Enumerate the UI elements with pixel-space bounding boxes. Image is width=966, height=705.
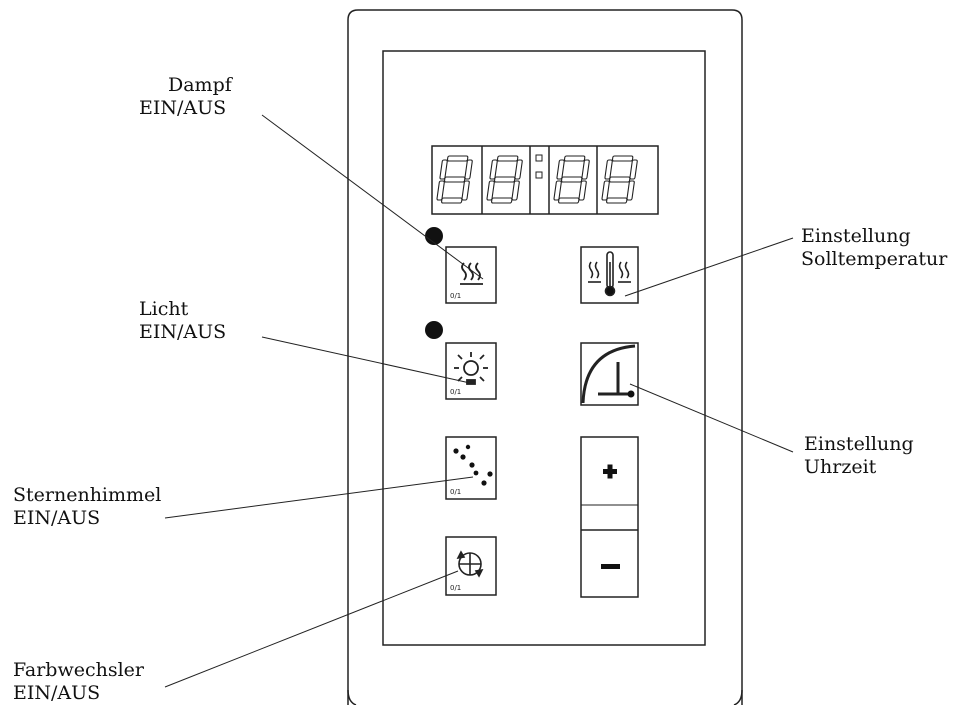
label-steam-line2: EIN/AUS	[139, 97, 227, 119]
light-button[interactable]: 0/1	[445, 342, 497, 400]
label-temperature-line1: Einstellung	[801, 225, 911, 247]
color-change-icon	[456, 550, 484, 578]
digit-segment	[493, 176, 516, 183]
thermometer-icon	[588, 251, 631, 297]
digit-segment	[608, 176, 631, 183]
stars-icon	[453, 444, 493, 486]
digit-segment	[553, 180, 562, 201]
digit-segment	[563, 155, 586, 162]
label-stars-line1: Sternenhimmel	[13, 484, 162, 506]
plus-minus-control	[580, 436, 639, 598]
digit-segment	[626, 180, 635, 201]
digit-segment	[443, 176, 466, 183]
digit-segment	[491, 197, 513, 204]
stars-button-caption: 0/1	[450, 488, 461, 496]
display-digit	[601, 155, 638, 204]
label-stars-line2: EIN/AUS	[13, 507, 101, 529]
leader-lines	[164, 114, 794, 688]
label-color-line2: EIN/AUS	[13, 682, 101, 704]
steam-button-caption: 0/1	[450, 292, 461, 300]
digit-segment	[601, 180, 610, 201]
color-change-button[interactable]: 0/1	[445, 536, 497, 596]
stars-button[interactable]: 0/1	[445, 436, 497, 500]
digit-segment	[486, 180, 495, 201]
temperature-button[interactable]	[580, 246, 639, 304]
digit-segment	[629, 159, 638, 180]
label-light-line1: Licht	[139, 298, 189, 320]
digit-segment	[439, 159, 448, 180]
label-temperature: Einstellung Solltemperatur	[801, 225, 947, 271]
digit-segment	[461, 180, 470, 201]
digit-segment	[611, 155, 634, 162]
digit-segment	[446, 155, 469, 162]
label-time: Einstellung Uhrzeit	[804, 433, 914, 479]
digit-segment	[464, 159, 473, 180]
digit-segment	[511, 180, 520, 201]
label-light: Licht EIN/AUS	[139, 298, 226, 344]
digit-segment	[606, 197, 628, 204]
label-steam-line1: Dampf	[168, 74, 232, 96]
digit-segment	[514, 159, 523, 180]
clock-button[interactable]	[580, 342, 639, 406]
digit-segment	[578, 180, 587, 201]
digit-segment	[556, 159, 565, 180]
plus-button[interactable]	[582, 438, 637, 504]
light-led	[425, 321, 443, 339]
digit-segment	[581, 159, 590, 180]
display-digit	[553, 155, 590, 204]
label-time-line1: Einstellung	[804, 433, 914, 455]
steam-led	[425, 227, 443, 245]
label-color: Farbwechsler EIN/AUS	[13, 659, 144, 705]
steam-button[interactable]: 0/1	[445, 246, 497, 304]
label-color-line1: Farbwechsler	[13, 659, 145, 681]
label-temperature-line2: Solltemperatur	[801, 248, 948, 270]
digit-segment	[441, 197, 463, 204]
plus-icon	[603, 464, 617, 479]
panel-housing	[347, 9, 743, 705]
minus-icon	[601, 564, 620, 569]
label-stars: Sternenhimmel EIN/AUS	[13, 484, 161, 530]
display-digit	[486, 155, 523, 204]
seven-segment-display	[431, 145, 659, 215]
control-panel-face	[382, 50, 706, 646]
digit-segment	[558, 197, 580, 204]
label-time-line2: Uhrzeit	[804, 456, 877, 478]
digit-segment	[489, 159, 498, 180]
display-digit	[436, 155, 473, 204]
steam-icon	[460, 262, 483, 285]
digit-segment	[560, 176, 583, 183]
light-button-caption: 0/1	[450, 388, 461, 396]
clock-icon	[581, 344, 636, 404]
label-steam: Dampf EIN/AUS	[139, 74, 232, 120]
digit-segment	[604, 159, 613, 180]
minus-button[interactable]	[582, 531, 637, 596]
digit-segment	[496, 155, 519, 162]
digit-segment	[436, 180, 445, 201]
color-change-button-caption: 0/1	[450, 584, 461, 592]
label-light-line2: EIN/AUS	[139, 321, 227, 343]
